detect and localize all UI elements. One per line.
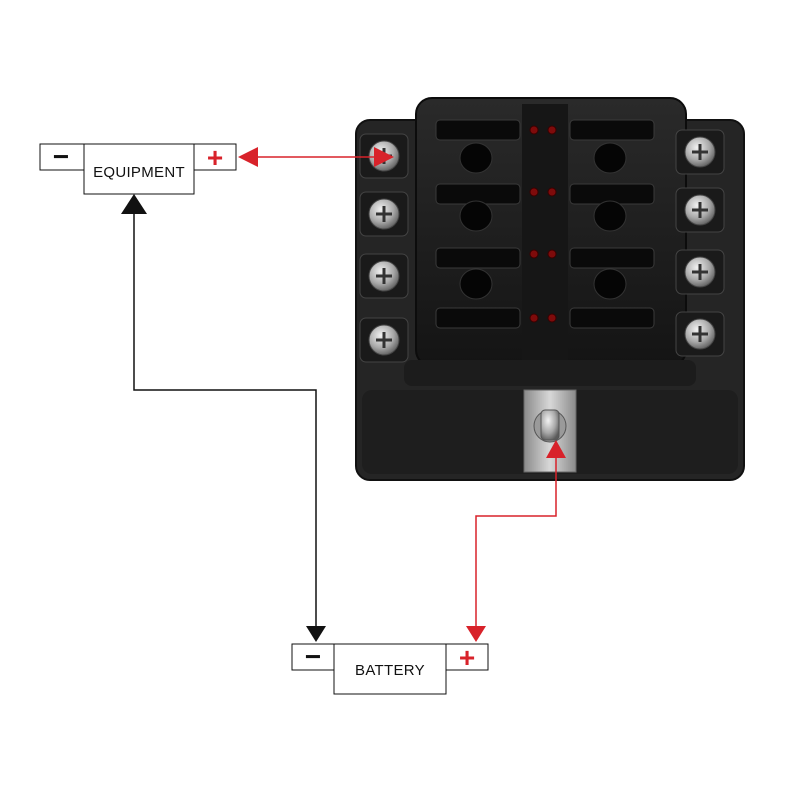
terminal-screw [359, 317, 409, 363]
fuse-slot [569, 247, 655, 269]
battery-negative-symbol: − [305, 641, 321, 672]
positive-wire-battery [466, 440, 566, 642]
equipment-label: EQUIPMENT [93, 164, 185, 181]
led [547, 125, 557, 135]
led [529, 125, 539, 135]
terminal-screw [359, 253, 409, 299]
terminal-screw [675, 311, 725, 357]
fuse-slot [435, 247, 521, 269]
led [547, 313, 557, 323]
fuse-slot [435, 307, 521, 329]
terminal-screw [675, 249, 725, 295]
equipment-negative-symbol: − [53, 141, 69, 172]
positive-wire-equipment [238, 147, 394, 167]
fuse-slot [435, 119, 521, 141]
indicator-leds [529, 125, 557, 323]
terminal-screw [359, 191, 409, 237]
led [529, 313, 539, 323]
terminal-screw [675, 129, 725, 175]
battery-box: − BATTERY + [291, 641, 489, 695]
fuse-holes [459, 142, 627, 300]
terminal-screw [675, 187, 725, 233]
negative-wire [121, 194, 326, 642]
led [529, 249, 539, 259]
led [547, 187, 557, 197]
battery-positive-symbol: + [459, 642, 475, 673]
bus-bar-stud [523, 389, 577, 473]
right-terminals [675, 129, 725, 357]
fuse-slot [569, 307, 655, 329]
battery-label: BATTERY [355, 662, 425, 679]
fuse-block [355, 97, 745, 481]
fuse-slot [569, 119, 655, 141]
equipment-positive-symbol: + [207, 142, 223, 173]
fuse-slots [435, 119, 655, 329]
led [529, 187, 539, 197]
led [547, 249, 557, 259]
equipment-box: − EQUIPMENT + [39, 141, 237, 195]
